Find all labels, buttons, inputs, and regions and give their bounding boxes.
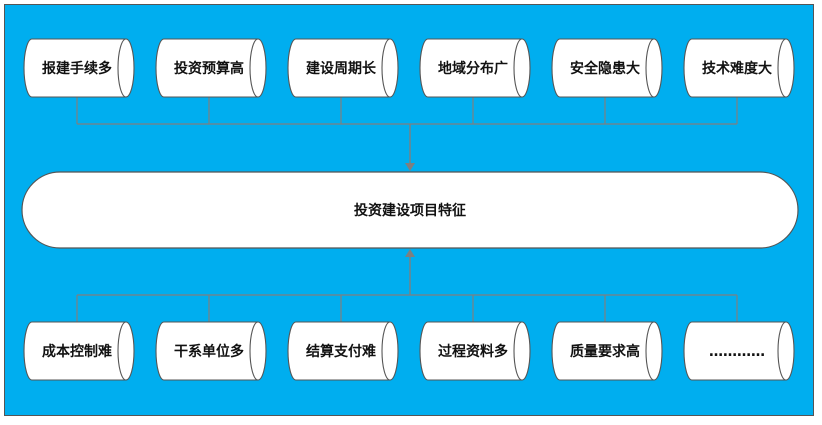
bottom-feature-node-edge — [777, 321, 787, 381]
central-node-shape — [21, 171, 799, 249]
bottom-feature-node: 成本控制难 — [23, 321, 135, 381]
top-feature-node-edge — [645, 38, 655, 98]
top-feature-node: 建设周期长 — [287, 38, 399, 98]
top-feature-node-edge — [777, 38, 787, 98]
bottom-feature-row: 成本控制难 干系单位多 结算支付难 过程资料多 质量要求高 ………… — [23, 321, 795, 381]
central-node: 投资建设项目特征 — [21, 171, 799, 249]
top-feature-node-edge — [117, 38, 127, 98]
bottom-feature-node-edge — [513, 321, 523, 381]
top-feature-node-label: 建设周期长 — [306, 60, 377, 77]
arrow-up-icon — [405, 249, 415, 257]
bottom-feature-node-edge — [249, 321, 259, 381]
bottom-feature-node-edge — [645, 321, 655, 381]
bottom-feature-node: 干系单位多 — [155, 321, 267, 381]
bottom-feature-node: ………… — [683, 321, 795, 381]
bottom-feature-node-label: ………… — [709, 344, 765, 360]
bottom-feature-node-label: 干系单位多 — [174, 343, 244, 360]
top-feature-node: 安全隐患大 — [551, 38, 663, 98]
top-feature-node: 报建手续多 — [23, 38, 135, 98]
bottom-feature-node-label: 结算支付难 — [306, 343, 376, 360]
bottom-feature-node-label: 成本控制难 — [42, 343, 112, 360]
top-feature-node-label: 地域分布广 — [438, 60, 508, 77]
top-feature-node: 地域分布广 — [419, 38, 531, 98]
bottom-feature-node-edge — [381, 321, 391, 381]
top-feature-node-edge — [381, 38, 391, 98]
bottom-feature-node: 质量要求高 — [551, 321, 663, 381]
top-feature-node: 投资预算高 — [155, 38, 267, 98]
arrow-down-icon — [405, 163, 415, 171]
top-feature-node-label: 报建手续多 — [42, 60, 112, 77]
top-feature-node-label: 技术难度大 — [702, 60, 772, 77]
bottom-feature-node: 过程资料多 — [419, 321, 531, 381]
central-node-label: 投资建设项目特征 — [354, 202, 466, 219]
top-feature-node: 技术难度大 — [683, 38, 795, 98]
top-feature-node-edge — [513, 38, 523, 98]
bottom-feature-node-edge — [117, 321, 127, 381]
top-feature-node-label: 投资预算高 — [174, 60, 244, 77]
top-feature-node-edge — [249, 38, 259, 98]
connector-lines — [76, 97, 738, 322]
top-feature-node-label: 安全隐患大 — [570, 60, 640, 77]
bottom-feature-node-label: 质量要求高 — [570, 343, 640, 360]
top-feature-row: 报建手续多 投资预算高 建设周期长 地域分布广 安全隐患大 技术难度大 — [23, 38, 795, 98]
bottom-feature-node-label: 过程资料多 — [438, 343, 508, 360]
bottom-feature-node: 结算支付难 — [287, 321, 399, 381]
